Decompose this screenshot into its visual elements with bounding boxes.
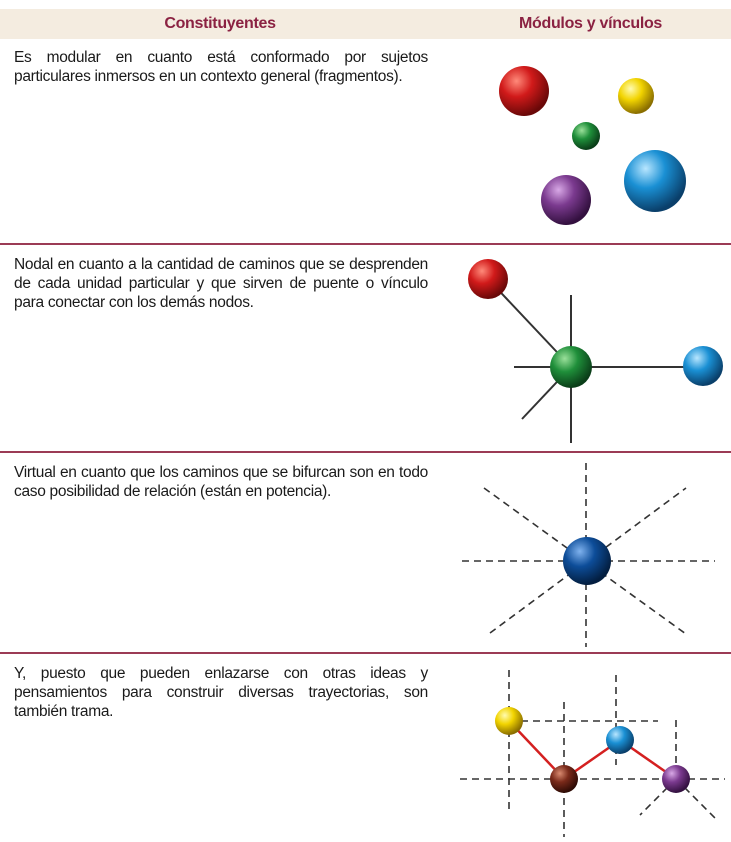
purple-node (662, 765, 690, 793)
yellow-sphere (618, 78, 654, 114)
red-node (468, 259, 508, 299)
yellow-node (495, 707, 523, 735)
brown-node (550, 765, 578, 793)
row-text-weave: Y, puesto que pueden enlazarse con otras… (14, 665, 428, 720)
red-sphere (499, 66, 549, 116)
row-text-virtual: Virtual en cuanto que los caminos que se… (14, 464, 428, 500)
row-text-modular: Es modular en cuanto está conformado por… (14, 49, 428, 85)
modules-figure (499, 66, 686, 225)
weave-figure (460, 670, 725, 837)
blue-sphere (624, 150, 686, 212)
row-text-nodal: Nodal en cuanto a la cantidad de caminos… (14, 256, 428, 311)
dark-blue-node (563, 537, 611, 585)
column-header-modules: Módulos y vínculos (518, 15, 663, 32)
virtual-figure (462, 463, 715, 647)
blue-node (606, 726, 634, 754)
blue-node (683, 346, 723, 386)
row-separator (0, 652, 731, 654)
table-header: Constituyentes Módulos y vínculos (0, 9, 731, 39)
row-separator (0, 451, 731, 453)
green-node (550, 346, 592, 388)
green-sphere (572, 122, 600, 150)
column-header-constituents: Constituyentes (164, 15, 276, 32)
row-separator (0, 243, 731, 245)
nodes-figure (468, 259, 723, 443)
purple-sphere (541, 175, 591, 225)
